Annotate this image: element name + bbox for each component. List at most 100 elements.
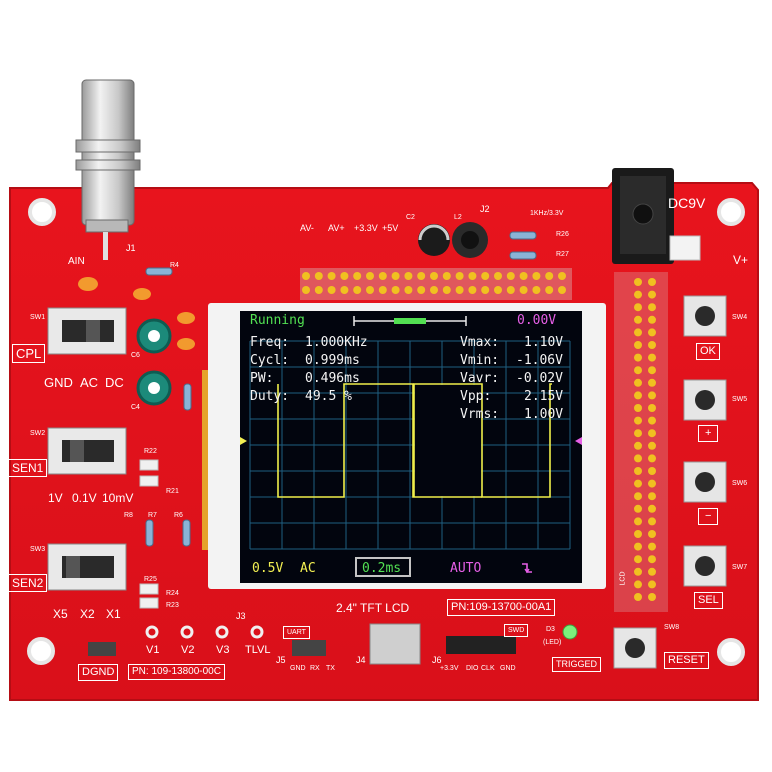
reset-button-label[interactable]: RESET [664, 652, 709, 669]
header-pin [648, 378, 656, 387]
inductor [452, 222, 488, 258]
header-pin [404, 272, 413, 280]
header-pin [532, 286, 541, 294]
cpl-mode-ac: AC [80, 375, 99, 390]
j3-label: J3 [236, 611, 246, 621]
swd-label: SWD [504, 624, 529, 637]
meas-vmin-value: -1.06V [516, 353, 563, 368]
sw5-label: SW5 [732, 396, 748, 403]
sw8-label: SW8 [664, 624, 680, 631]
r26-label: R26 [556, 231, 569, 238]
header-pin [648, 416, 656, 425]
vplus-label: V+ [733, 253, 749, 267]
header-pin [648, 454, 656, 463]
header-pin [634, 555, 642, 564]
cpl-label: CPL [12, 344, 46, 363]
falling-edge-icon [522, 563, 532, 574]
sen2-mode-x2: X2 [80, 607, 95, 621]
header-pin [648, 341, 656, 349]
header-pin [634, 504, 642, 513]
power-rail-5v: +5V [382, 223, 399, 233]
trimmer-capacitors [136, 318, 172, 406]
header-pin [648, 404, 656, 412]
header-pin [634, 303, 642, 312]
electrolytic-capacitor [418, 224, 450, 256]
dc-jack [612, 168, 674, 264]
header-pin [648, 479, 656, 488]
lcd-pin-label: LCD [619, 571, 627, 586]
r21-label: R21 [166, 488, 179, 495]
sw6-label: SW6 [732, 480, 748, 487]
right-pin-header [614, 272, 668, 612]
header-pin [468, 272, 477, 280]
pn-lcd-label: PN:109-13700-00A1 [447, 599, 556, 616]
dgnd-label: DGND [78, 664, 119, 681]
run-status: Running [250, 313, 305, 328]
sen1-mode-01v: 0.1V [72, 491, 97, 505]
ch-level-marker [240, 437, 247, 445]
meas-cycle-label: Cycl: [250, 353, 290, 368]
header-pin [648, 492, 656, 501]
volts-per-div: 0.5V [252, 561, 284, 576]
j1-label: J1 [126, 243, 136, 253]
sw7-label: SW7 [732, 564, 748, 571]
timebase-box [355, 557, 411, 577]
lcd-caption: 2.4" TFT LCD [336, 601, 410, 615]
power-rail-av-plus: AV+ [328, 223, 345, 233]
test-points [145, 625, 264, 639]
mini-usb-connector [369, 623, 421, 665]
meas-vmin-label: Vmin: [460, 353, 500, 368]
meas-freq-value: 1.000KHz [305, 335, 368, 350]
slide-switches [47, 307, 127, 591]
swd-pin-clk: CLK [481, 665, 495, 672]
c6-label: C6 [131, 352, 140, 359]
header-pin [481, 272, 490, 280]
scope-grid [240, 340, 582, 550]
trigger-led [562, 624, 578, 640]
r22-label: R22 [144, 448, 157, 455]
button-minus-label[interactable]: − [698, 508, 719, 525]
sw3-label: SW3 [30, 546, 46, 553]
header-pin [532, 272, 541, 280]
header-pin [327, 272, 336, 280]
lcd-display [240, 311, 582, 583]
r4-label: R4 [170, 262, 179, 269]
header-pin [634, 580, 642, 589]
button-plus-label[interactable]: + [698, 425, 719, 442]
d3-label: D3 [546, 626, 555, 633]
sen1-label: SEN1 [8, 459, 48, 477]
test-point-v3: V3 [216, 644, 230, 656]
header-pin [314, 272, 323, 280]
cpl-mode-gnd: GND [44, 375, 73, 390]
header-pin [634, 593, 642, 601]
header-pin [648, 278, 656, 286]
header-pin [494, 272, 502, 280]
mounting-holes [27, 198, 745, 666]
cpl-mode-dc: DC [105, 375, 124, 390]
header-pin [648, 593, 656, 601]
meas-freq-label: Freq: [250, 335, 290, 350]
header-pin [634, 454, 642, 463]
button-sel-label[interactable]: SEL [694, 592, 723, 609]
header-pin [634, 315, 642, 324]
sen1-mode-10mv: 10mV [102, 491, 134, 505]
header-pin [648, 530, 656, 538]
header-pin [442, 286, 451, 294]
r7-label: R7 [148, 512, 157, 519]
bnc-connector [75, 79, 141, 260]
sw4-label: SW4 [732, 314, 748, 321]
button-ok-label[interactable]: OK [696, 343, 720, 360]
right-header-pins [634, 278, 656, 601]
header-pin [648, 391, 656, 400]
header-pin [648, 567, 656, 576]
sen1-mode-1v: 1V [48, 491, 63, 505]
header-pin [327, 286, 336, 294]
header-pin [634, 416, 642, 425]
waveform-trace [277, 383, 482, 498]
header-pin [545, 286, 554, 294]
calibration-label: 1KHz/3.3V [530, 210, 564, 217]
header-pin [634, 542, 642, 551]
resistors [145, 231, 537, 547]
header-pin [545, 272, 554, 280]
header-pin [455, 286, 464, 294]
